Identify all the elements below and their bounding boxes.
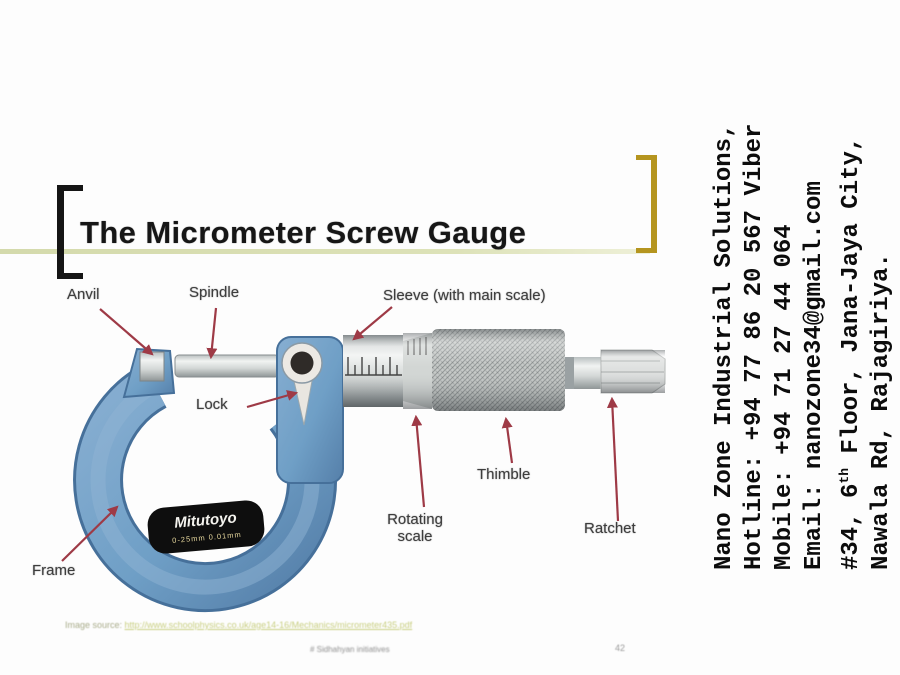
spindle-shape xyxy=(174,354,280,378)
page-title: The Micrometer Screw Gauge xyxy=(80,215,527,250)
address1-pre: #34, 6 xyxy=(838,483,865,570)
thimble-arrow xyxy=(501,416,514,464)
address1-post: Floor, Jana-Jaya City, xyxy=(838,136,865,468)
title-underline xyxy=(0,249,650,254)
frame-arrow xyxy=(61,505,119,562)
contact-rotated-text: Nano Zone Industrial Solutions, Hotline:… xyxy=(710,78,896,570)
sleeve-shading xyxy=(343,335,403,407)
frame-groove xyxy=(90,378,320,595)
spindle-label: Spindle xyxy=(189,284,240,301)
footer-credit: # Sidhahyan initiatives xyxy=(310,645,390,654)
sleeve-label: Sleeve (with main scale) xyxy=(383,287,546,304)
brand-plate xyxy=(147,500,265,554)
brand-name: Mitutoyo xyxy=(174,509,238,531)
rotating-scale-arrow xyxy=(411,414,426,508)
main-scale-ticks xyxy=(345,357,402,376)
anvil-shape xyxy=(139,351,165,382)
contact-address-line2: Nawala Rd, Rajagiriya. xyxy=(868,253,895,570)
ratchet-label: Ratchet xyxy=(584,520,636,537)
lock-arrow xyxy=(246,390,299,409)
thimble-shading xyxy=(432,329,565,411)
ratchet-shading xyxy=(601,350,665,393)
rotating-scale-shading xyxy=(403,333,432,409)
contact-mobile: Mobile: +94 71 27 44 064 xyxy=(771,224,798,570)
image-source-link[interactable]: http://www.schoolphysics.co.uk/age14-16/… xyxy=(124,620,413,630)
contact-hotline: Hotline: +94 77 86 20 567 Viber xyxy=(741,123,768,570)
contact-email: Email: nanozone34@gmail.com xyxy=(801,181,828,570)
address1-sup: th xyxy=(837,467,852,484)
image-source-label: Image source: xyxy=(65,620,123,630)
frame-label: Frame xyxy=(32,562,76,579)
sleeve-arrow xyxy=(352,306,393,341)
anvil-label: Anvil xyxy=(67,286,100,303)
contact-company: Nano Zone Industrial Solutions, xyxy=(711,123,738,570)
lock-hole xyxy=(290,351,314,375)
spindle-arrow xyxy=(206,307,218,360)
rotating-scale-label: Rotating scale xyxy=(387,511,443,545)
neck-ring xyxy=(565,357,574,389)
title-right-bracket xyxy=(636,155,657,253)
contact-info-block: Nano Zone Industrial Solutions, Hotline:… xyxy=(710,78,896,570)
contact-address-line1: #34, 6th Floor, Jana-Jaya City, xyxy=(830,78,867,570)
image-source: Image source: http://www.schoolphysics.c… xyxy=(65,620,412,630)
lock-label: Lock xyxy=(196,396,228,413)
thimble-label: Thimble xyxy=(477,466,531,483)
title-left-bracket xyxy=(57,185,83,279)
anvil-arrow xyxy=(99,308,154,356)
page-number: 42 xyxy=(615,643,626,653)
micrometer-diagram: Mitutoyo 0-25mm 0.01mm xyxy=(61,306,666,613)
ratchet-arrow xyxy=(606,396,620,522)
